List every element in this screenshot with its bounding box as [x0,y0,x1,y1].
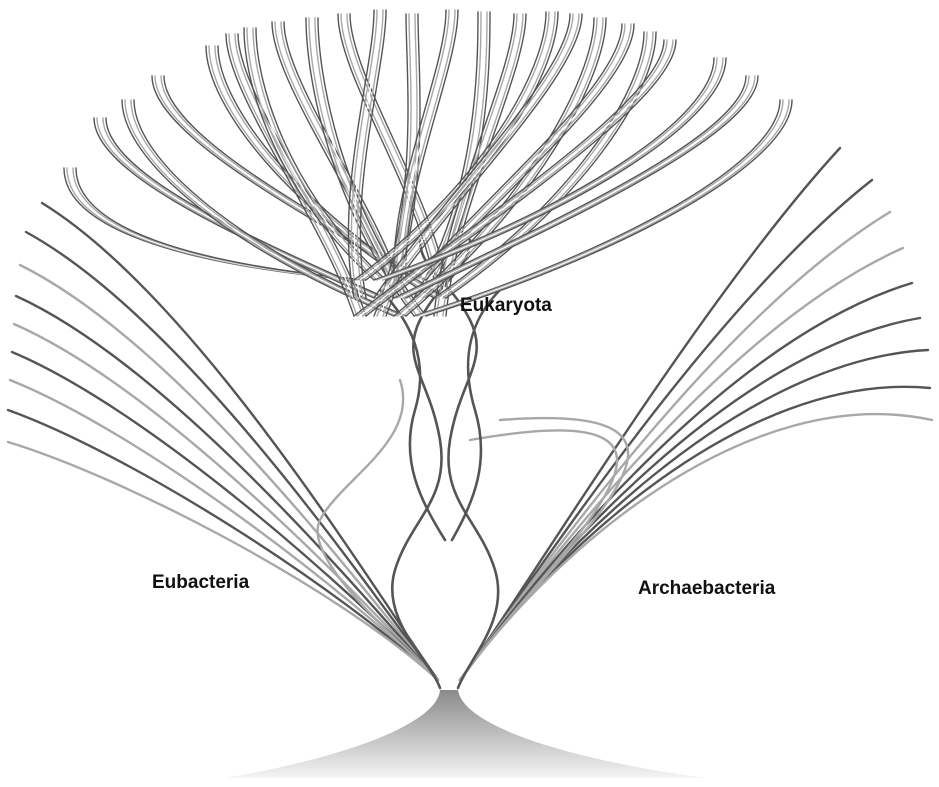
eukaryota-branch-strand [106,118,386,298]
archaebacteria-branch [460,350,928,680]
tree-base [225,690,705,778]
eukaryota-branch-strand [103,118,383,298]
eukaryota-branch-strand [94,118,374,298]
eubacteria-branch [12,352,438,680]
archaebacteria-branch [460,414,932,680]
archaebacteria-branch [460,283,912,680]
eukaryota-branch-strand [134,100,406,316]
label-eukaryota: Eukaryota [460,295,552,316]
label-eubacteria: Eubacteria [152,572,250,593]
eukaryota-branch-strand [97,118,377,298]
eukaryota-branch-strand [100,118,380,298]
eukaryota-branches [64,10,792,316]
eubacteria-branch [10,380,438,680]
archaebacteria-branch [460,318,920,680]
eubacteria-branch [8,442,438,680]
label-archaebacteria: Archaebacteria [638,578,776,599]
eukaryota-branch-strand [67,168,357,280]
